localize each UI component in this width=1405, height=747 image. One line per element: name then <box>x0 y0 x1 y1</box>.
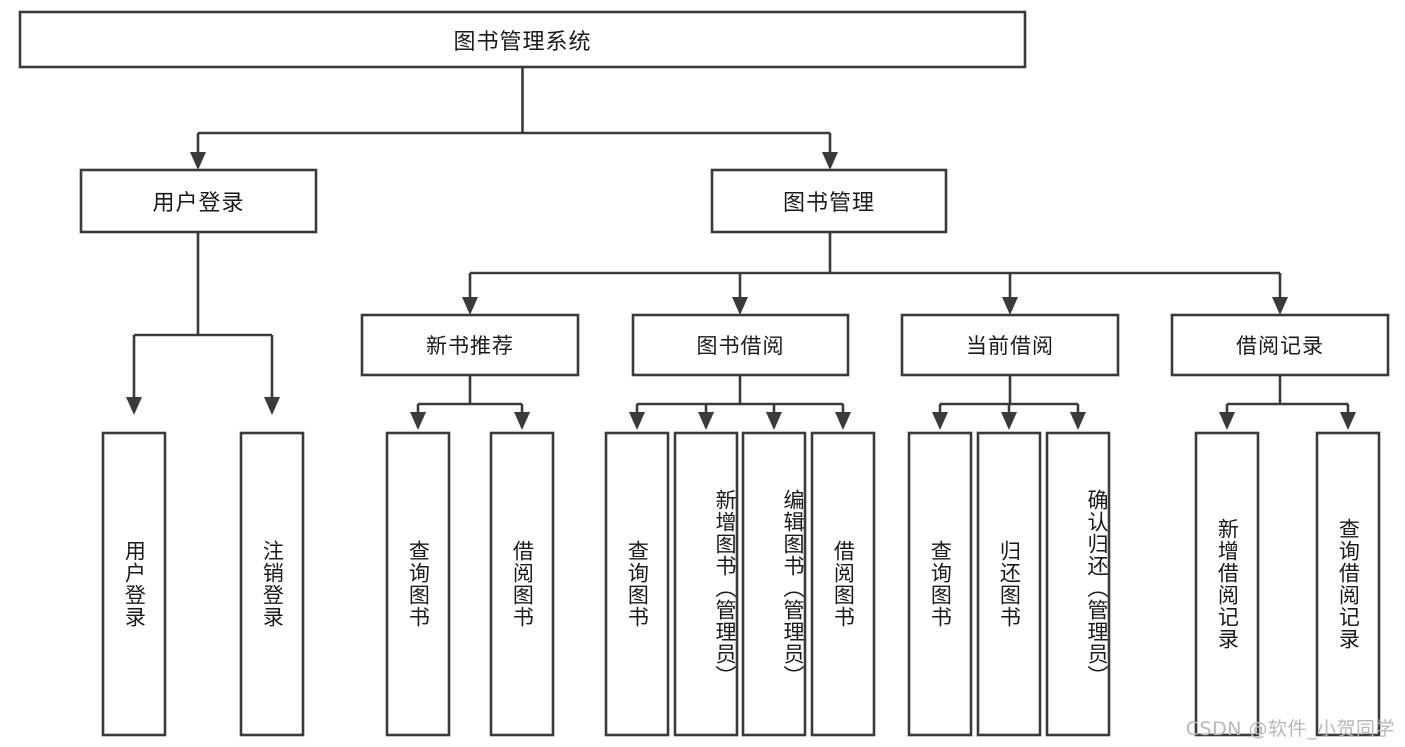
arrow-r1 <box>1219 412 1235 430</box>
node-box-user-login[interactable] <box>79 168 318 234</box>
node-box-leaf-c2[interactable] <box>976 431 1042 737</box>
arrow-u2 <box>264 397 280 415</box>
node-box-root[interactable] <box>18 10 1027 69</box>
arrow-n1 <box>410 412 426 430</box>
node-box-leaf-n1[interactable] <box>385 431 451 737</box>
connectors-borrowrecord-to-leaves <box>1219 375 1356 430</box>
node-box-leaf-n2[interactable] <box>489 431 555 737</box>
arrow-b2 <box>698 412 714 430</box>
arrow-c3 <box>1070 412 1086 430</box>
arrow-user-login <box>190 152 206 170</box>
arrow-r2 <box>1340 412 1356 430</box>
node-box-leaf-c3[interactable] <box>1045 431 1111 737</box>
connectors-currentborrow-to-leaves <box>932 375 1086 430</box>
arrow-borrow-record <box>1272 297 1288 315</box>
node-box-leaf-r2[interactable] <box>1315 431 1381 737</box>
node-box-leaf-b2[interactable] <box>673 431 739 737</box>
node-box-leaf-b3[interactable] <box>741 431 807 737</box>
arrow-b1 <box>629 412 645 430</box>
connectors-bookborrow-to-leaves <box>629 375 851 430</box>
node-box-leaf-u1[interactable] <box>101 431 167 737</box>
arrow-book-borrow <box>732 297 748 315</box>
arrow-c2 <box>1001 412 1017 430</box>
node-box-leaf-u2[interactable] <box>239 431 305 737</box>
connectors-userlogin-to-leaves <box>126 232 280 415</box>
arrow-current-borrow <box>1002 297 1018 315</box>
connectors-root-to-level2 <box>190 67 838 170</box>
arrow-b3 <box>766 412 782 430</box>
arrow-new-book <box>462 297 478 315</box>
node-box-book-management[interactable] <box>710 168 948 234</box>
node-box-leaf-b4[interactable] <box>810 431 876 737</box>
arrow-b4 <box>835 412 851 430</box>
node-box-borrow-record[interactable] <box>1170 313 1390 377</box>
arrow-n2 <box>514 412 530 430</box>
node-box-leaf-b1[interactable] <box>604 431 670 737</box>
arrow-c1 <box>932 412 948 430</box>
arrow-book-mgmt <box>822 152 838 170</box>
csdn-watermark: CSDN @软件_小贺同学 <box>1185 718 1395 740</box>
node-box-current-borrow[interactable] <box>900 313 1120 377</box>
connectors-newbook-to-leaves <box>410 375 530 430</box>
node-box-leaf-c1[interactable] <box>907 431 973 737</box>
node-box-new-book[interactable] <box>360 313 580 377</box>
node-box-leaf-r1[interactable] <box>1194 431 1260 737</box>
arrow-u1 <box>126 397 142 415</box>
connectors-bookmgmt-to-level3 <box>462 232 1288 315</box>
node-box-book-borrow[interactable] <box>631 313 850 377</box>
